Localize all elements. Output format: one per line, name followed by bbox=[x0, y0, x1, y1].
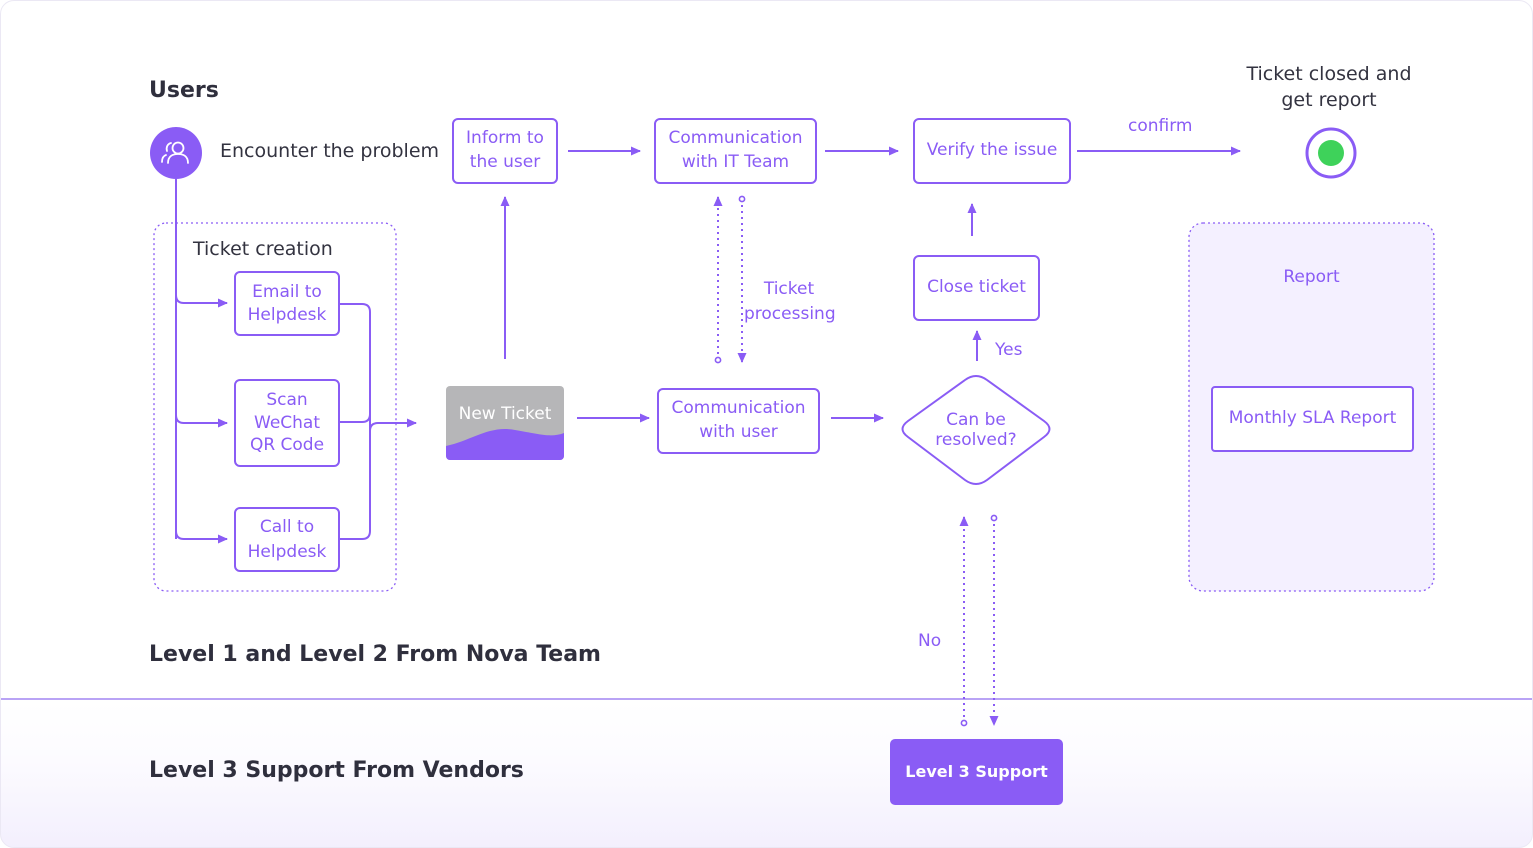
new-ticket-shape bbox=[446, 386, 564, 460]
users-icon bbox=[161, 141, 189, 164]
lane-users-title: Users bbox=[149, 78, 219, 103]
comm-it-team-node: Communication with IT Team bbox=[654, 118, 817, 184]
start-label: Encounter the problem bbox=[220, 140, 440, 162]
call-helpdesk-node: Call to Helpdesk bbox=[234, 507, 340, 572]
yes-label: Yes bbox=[995, 340, 1023, 360]
end-node-fill bbox=[1318, 140, 1344, 166]
ticket-creation-title: Ticket creation bbox=[193, 238, 333, 260]
email-helpdesk-node: Email to Helpdesk bbox=[234, 271, 340, 336]
level3-support-node: Level 3 Support bbox=[890, 739, 1063, 805]
lane-nova-title: Level 1 and Level 2 From Nova Team bbox=[149, 642, 601, 667]
decision-diamond bbox=[901, 375, 1051, 485]
ticket-processing-label: Ticket processing bbox=[744, 279, 836, 324]
confirm-label: confirm bbox=[1128, 116, 1193, 136]
new-ticket-label: New Ticket bbox=[458, 404, 552, 424]
inform-user-node: Inform to the user bbox=[452, 118, 558, 184]
comm-user-node: Communication with user bbox=[657, 388, 820, 454]
lane-vendors-title: Level 3 Support From Vendors bbox=[149, 758, 524, 783]
report-title: Report bbox=[1283, 267, 1340, 287]
verify-issue-node: Verify the issue bbox=[913, 118, 1071, 184]
decision-label: Can be resolved? bbox=[935, 410, 1017, 450]
no-label: No bbox=[918, 631, 942, 651]
monthly-sla-report-node: Monthly SLA Report bbox=[1211, 386, 1414, 452]
end-label: Ticket closed and get report bbox=[1246, 63, 1412, 111]
close-ticket-node: Close ticket bbox=[913, 255, 1040, 321]
scan-wechat-node: Scan WeChat QR Code bbox=[234, 379, 340, 467]
